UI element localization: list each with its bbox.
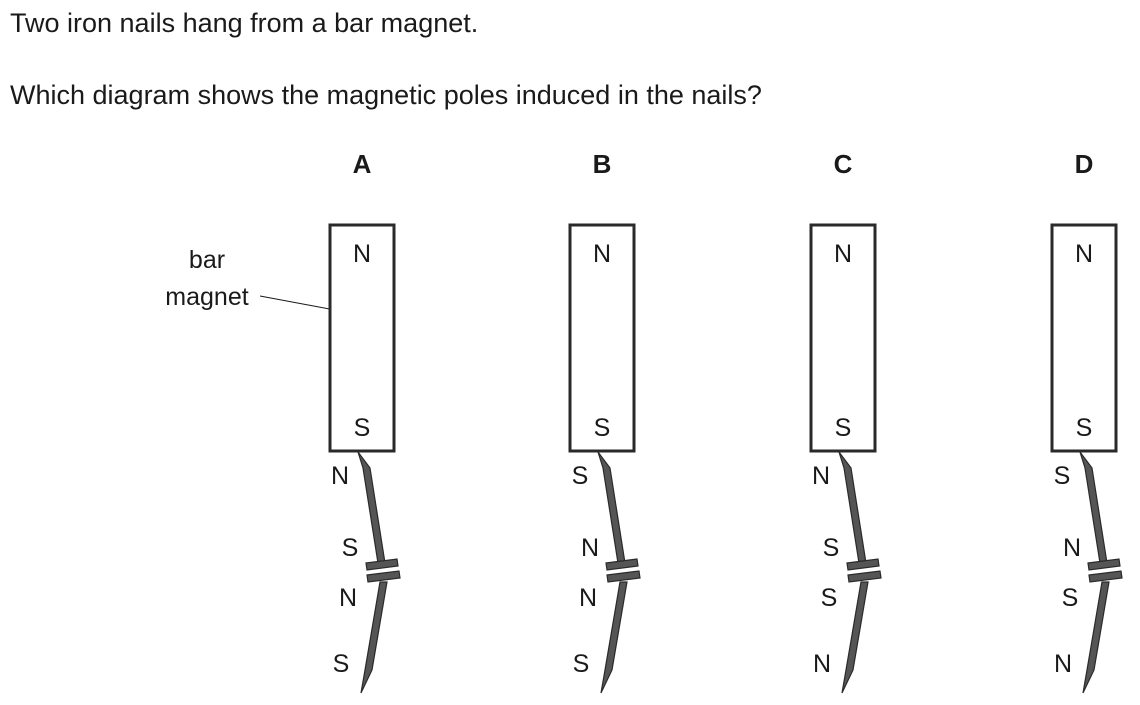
upper-nail-d	[1079, 451, 1121, 571]
option-c-letter: C	[834, 149, 853, 179]
upper-nail-shaft-a	[357, 451, 386, 564]
upper-nail-shaft-d	[1079, 451, 1108, 564]
upper-nail-top-pole-d: S	[1054, 462, 1071, 490]
upper-nail-a	[357, 451, 399, 571]
upper-nail-bottom-pole-b: N	[581, 534, 599, 562]
bar-magnet-a	[328, 223, 396, 453]
magnet-pole-bottom-c: S	[835, 414, 852, 442]
bar-magnet-b	[568, 223, 636, 453]
lower-nail-top-pole-d: S	[1062, 584, 1079, 612]
lower-nail-bottom-pole-a: S	[333, 650, 350, 678]
option-b-letter: B	[593, 149, 612, 179]
upper-nail-c	[838, 451, 880, 571]
upper-nail-top-pole-a: N	[331, 462, 349, 490]
upper-nail-b	[597, 451, 639, 571]
upper-nail-shaft-c	[838, 451, 867, 564]
lower-nail-shaft-d	[1082, 581, 1110, 694]
lower-nail-top-pole-c: S	[821, 584, 838, 612]
upper-nail-shaft-b	[597, 451, 626, 564]
upper-nail-head-d	[1087, 558, 1121, 571]
upper-nail-bottom-pole-c: S	[823, 534, 840, 562]
lower-nail-top-pole-a: N	[339, 584, 357, 612]
lower-nail-shaft-c	[841, 581, 869, 694]
lower-nail-bottom-pole-d: N	[1054, 650, 1072, 678]
lower-nail-b	[600, 570, 641, 694]
question-line-1: Two iron nails hang from a bar magnet.	[10, 8, 479, 38]
magnet-pole-top-a: N	[353, 240, 371, 268]
lower-nail-c	[841, 570, 882, 694]
upper-nail-bottom-pole-d: N	[1063, 534, 1081, 562]
lower-nail-head-d	[1088, 570, 1123, 583]
magnet-pole-bottom-d: S	[1076, 414, 1093, 442]
upper-nail-bottom-pole-a: S	[342, 534, 359, 562]
magnet-pole-bottom-a: S	[354, 414, 371, 442]
lower-nail-d	[1082, 570, 1123, 694]
question-line-2: Which diagram shows the magnetic poles i…	[10, 80, 762, 110]
bar-magnet-label-line2: magnet	[165, 283, 248, 311]
option-a-letter: A	[353, 149, 372, 179]
lower-nail-head-a	[366, 570, 401, 583]
upper-nail-head-c	[846, 558, 880, 571]
upper-nail-head-a	[365, 558, 399, 571]
bar-magnet-d	[1050, 223, 1118, 453]
lower-nail-head-b	[606, 570, 641, 583]
lower-nail-bottom-pole-b: S	[573, 650, 590, 678]
lower-nail-top-pole-b: N	[579, 584, 597, 612]
upper-nail-head-b	[605, 558, 639, 571]
magnet-pole-top-c: N	[834, 240, 852, 268]
upper-nail-top-pole-c: N	[812, 462, 830, 490]
lower-nail-shaft-b	[600, 581, 628, 694]
bar-magnet-c	[809, 223, 877, 453]
lower-nail-head-c	[847, 570, 882, 583]
upper-nail-top-pole-b: S	[572, 462, 589, 490]
lower-nail-shaft-a	[360, 581, 388, 694]
magnet-pole-bottom-b: S	[594, 414, 611, 442]
lower-nail-bottom-pole-c: N	[813, 650, 831, 678]
magnet-pole-top-d: N	[1075, 240, 1093, 268]
lower-nail-a	[360, 570, 401, 694]
option-d-letter: D	[1075, 149, 1094, 179]
bar-magnet-label-line1: bar	[189, 246, 225, 274]
magnet-pole-top-b: N	[593, 240, 611, 268]
